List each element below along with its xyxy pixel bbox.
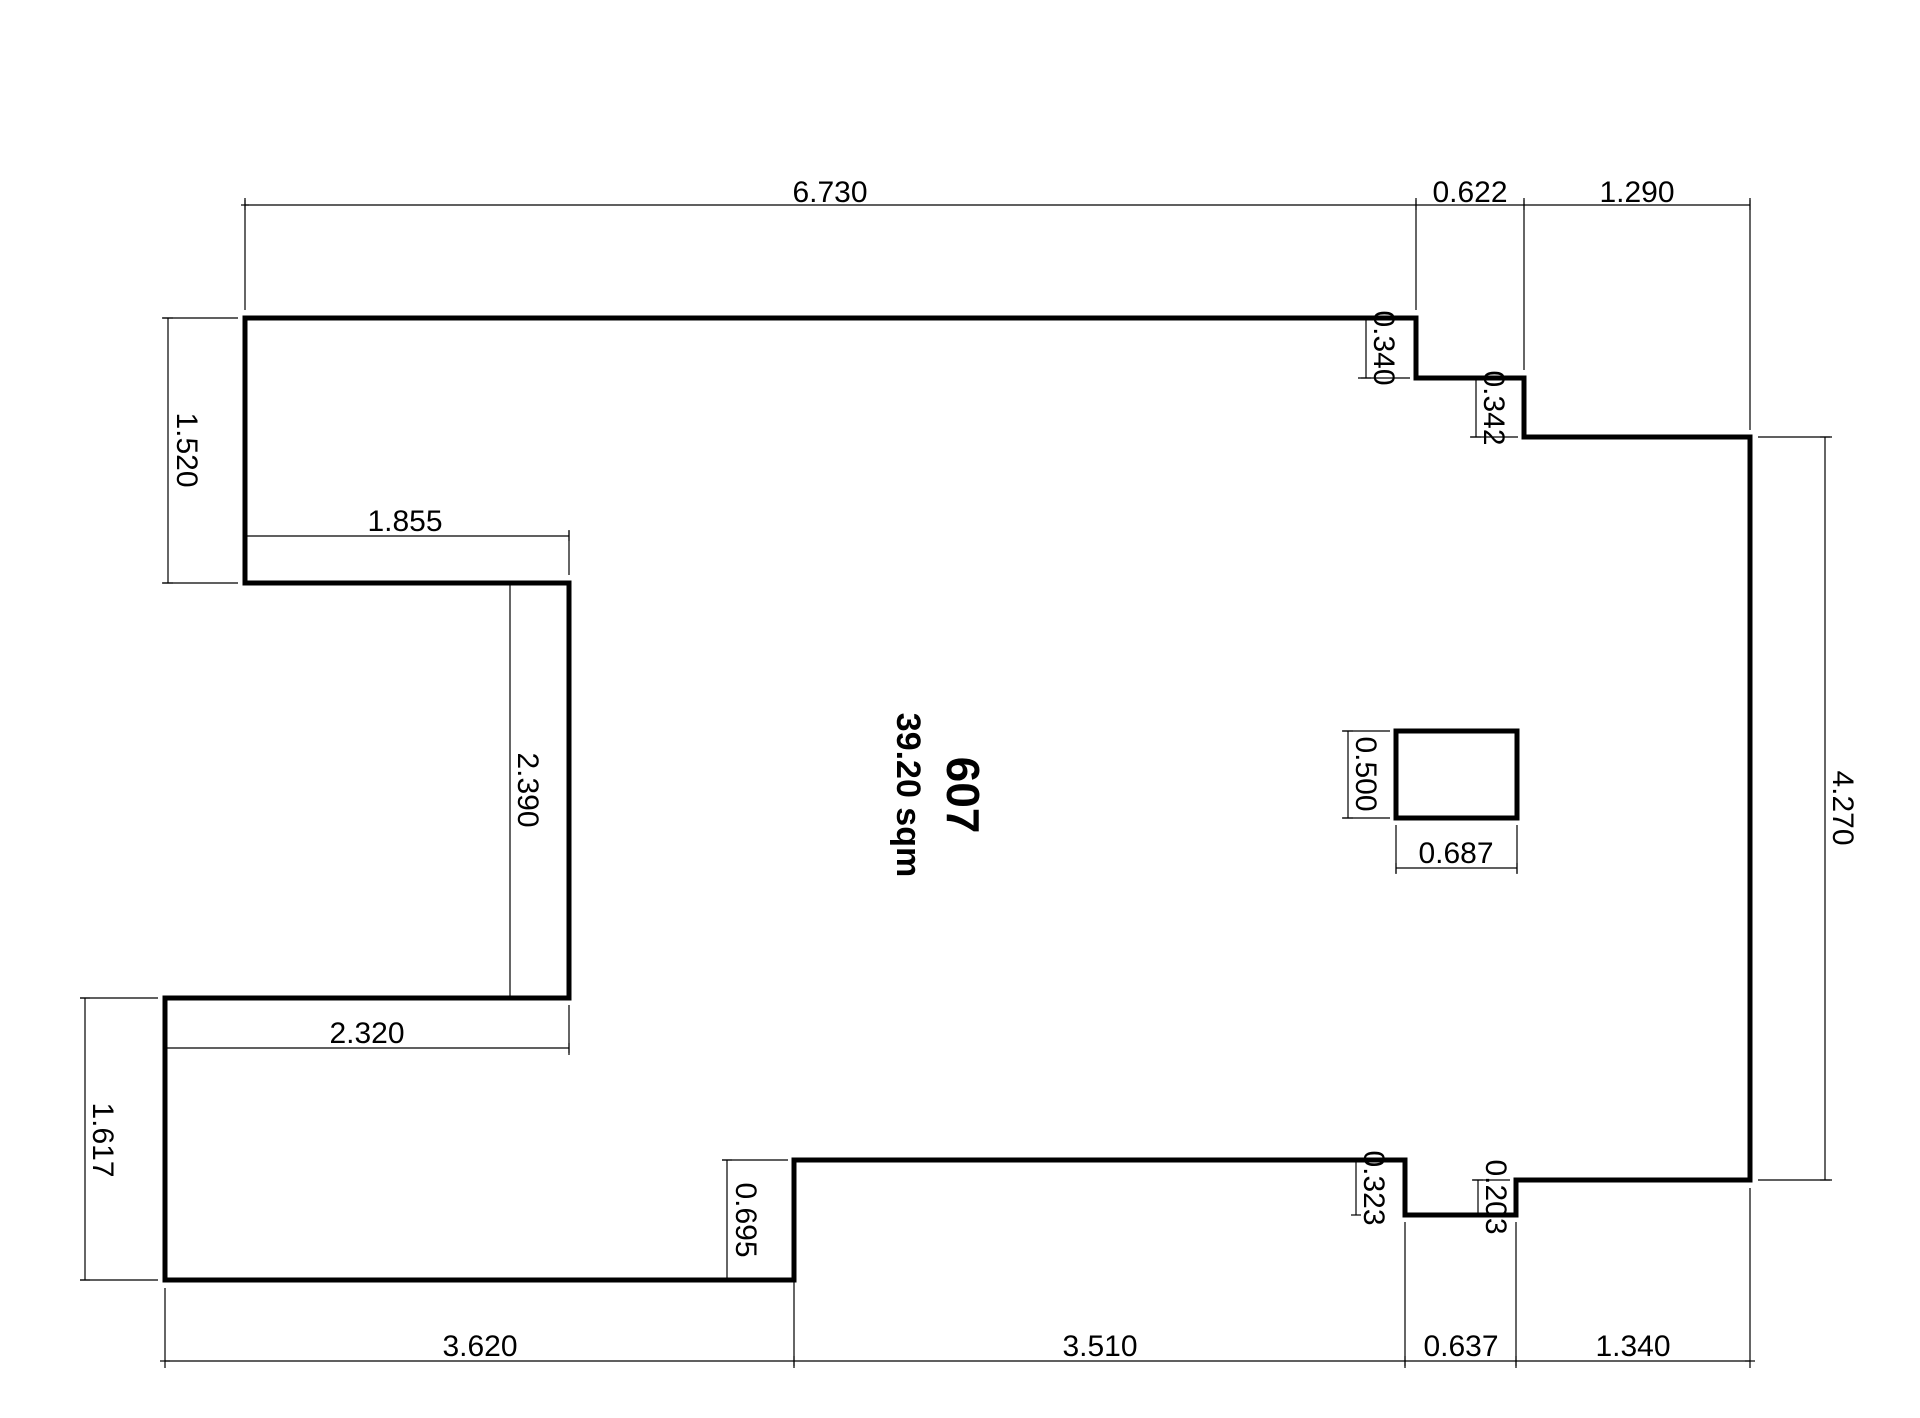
dim-bottom-4: 1.340	[1595, 1330, 1670, 1363]
dim-left-lower: 1.617	[80, 997, 158, 1281]
dim-bottom-3: 0.637	[1423, 1330, 1498, 1363]
dim-bottom-1: 3.620	[442, 1330, 517, 1363]
dim-bottom-2: 3.510	[1062, 1330, 1137, 1363]
dim-column-height: 0.500	[1342, 730, 1390, 819]
dim-step-bottom-1: 0.323	[1350, 1150, 1398, 1226]
dim-right: 4.270	[1758, 436, 1859, 1181]
dim-bottom-step-height: 0.695	[722, 1159, 788, 1281]
dim-column-width: 0.687	[1395, 825, 1518, 874]
dim-left-mid-width: 2.320	[164, 1005, 570, 1055]
dim-column-height-label: 0.500	[1349, 736, 1382, 811]
dim-right-label: 4.270	[1826, 770, 1859, 845]
dim-left-lower-label: 1.617	[86, 1102, 119, 1177]
room-area: 39.20 sqm	[889, 713, 927, 877]
dim-notch-height-label: 2.390	[511, 752, 544, 827]
dim-left-upper: 1.520	[162, 317, 238, 584]
dim-top-1: 6.730	[792, 176, 867, 209]
dim-bottom-step-height-label: 0.695	[729, 1182, 762, 1257]
dim-step-top-2: 0.342	[1470, 370, 1518, 446]
dim-bottom: 3.620 3.510 0.637 1.340	[160, 1168, 1755, 1368]
room-outline	[162, 315, 1753, 1283]
dim-top: 6.730 0.622 1.290	[241, 176, 1751, 430]
dim-step-top-1: 0.340	[1358, 310, 1410, 386]
dim-notch-height: 2.390	[505, 582, 544, 999]
room-label: 607 39.20 sqm	[889, 713, 989, 877]
dim-step-top-2-label: 0.342	[1477, 370, 1510, 445]
dim-column-width-label: 0.687	[1418, 837, 1493, 870]
dim-step-bottom-1-label: 0.323	[1357, 1150, 1390, 1225]
dim-step-top-1-label: 0.340	[1367, 310, 1400, 385]
dim-left-mid-width-label: 2.320	[329, 1017, 404, 1050]
dim-notch-width: 1.855	[244, 505, 570, 575]
dim-top-2: 0.622	[1432, 176, 1507, 209]
column	[1393, 728, 1520, 821]
dim-notch-width-label: 1.855	[367, 505, 442, 538]
room-id: 607	[937, 757, 989, 834]
dim-step-bottom-2: 0.203	[1472, 1159, 1512, 1235]
dim-step-bottom-2-label: 0.203	[1479, 1159, 1512, 1234]
dim-top-3: 1.290	[1599, 176, 1674, 209]
dim-left-upper-label: 1.520	[170, 412, 203, 487]
